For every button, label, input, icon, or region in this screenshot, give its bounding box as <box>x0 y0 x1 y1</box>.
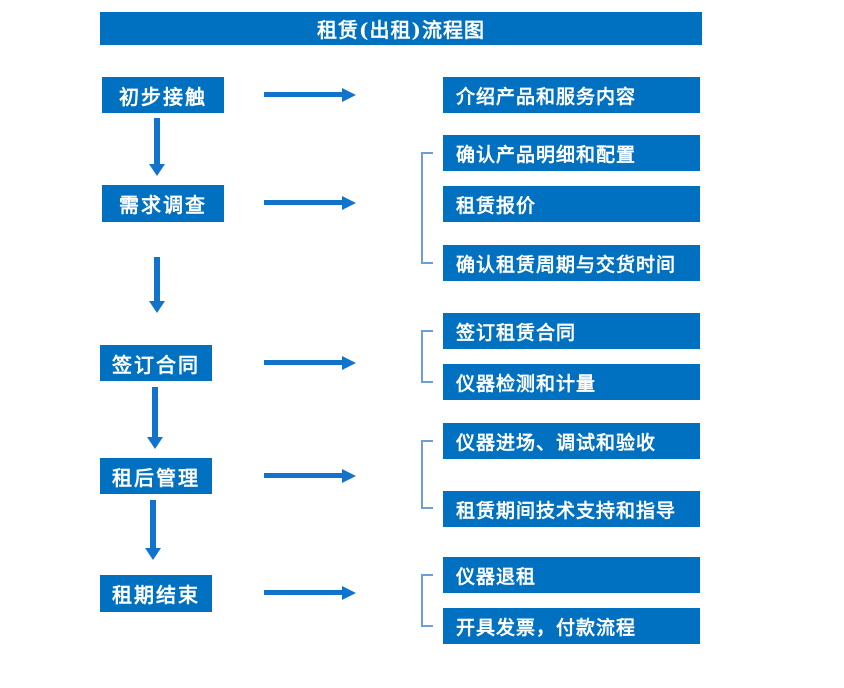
down-arrow-1 <box>154 118 160 164</box>
detail-box-confirm-period-delivery: 确认租赁周期与交货时间 <box>443 245 700 281</box>
bracket-group-3 <box>421 330 433 383</box>
flow-arrow-5 <box>264 590 342 595</box>
detail-box-instrument-inspection: 仪器检测和计量 <box>443 364 700 400</box>
step-box-post-rental-management: 租后管理 <box>100 458 212 494</box>
down-arrow-2 <box>154 257 160 301</box>
bracket-group-4 <box>421 440 433 509</box>
step-box-demand-survey: 需求调查 <box>102 185 224 222</box>
bracket-group-2 <box>421 152 433 264</box>
step-box-rental-end: 租期结束 <box>100 575 212 612</box>
step-box-sign-contract: 签订合同 <box>100 345 212 381</box>
detail-box-instrument-setup-acceptance: 仪器进场、调试和验收 <box>443 423 700 459</box>
flow-arrow-1 <box>264 92 342 97</box>
page-title: 租赁(出租)流程图 <box>317 18 485 42</box>
down-arrow-4 <box>150 500 156 548</box>
detail-box-confirm-config: 确认产品明细和配置 <box>443 135 700 171</box>
flow-arrow-4 <box>264 473 342 478</box>
detail-box-sign-rental-contract: 签订租赁合同 <box>443 313 700 349</box>
detail-box-tech-support: 租赁期间技术支持和指导 <box>443 491 700 527</box>
detail-box-rental-quote: 租赁报价 <box>443 186 700 222</box>
step-box-initial-contact: 初步接触 <box>102 77 224 113</box>
down-arrow-3 <box>152 387 158 437</box>
flow-arrow-3 <box>264 360 342 365</box>
detail-box-invoice-payment: 开具发票，付款流程 <box>443 608 700 644</box>
title-bar: 租赁(出租)流程图 <box>100 12 702 45</box>
flow-arrow-2 <box>264 200 342 205</box>
bracket-group-5 <box>421 574 433 627</box>
detail-box-instrument-return: 仪器退租 <box>443 557 700 593</box>
detail-box-intro-products: 介绍产品和服务内容 <box>443 77 700 113</box>
